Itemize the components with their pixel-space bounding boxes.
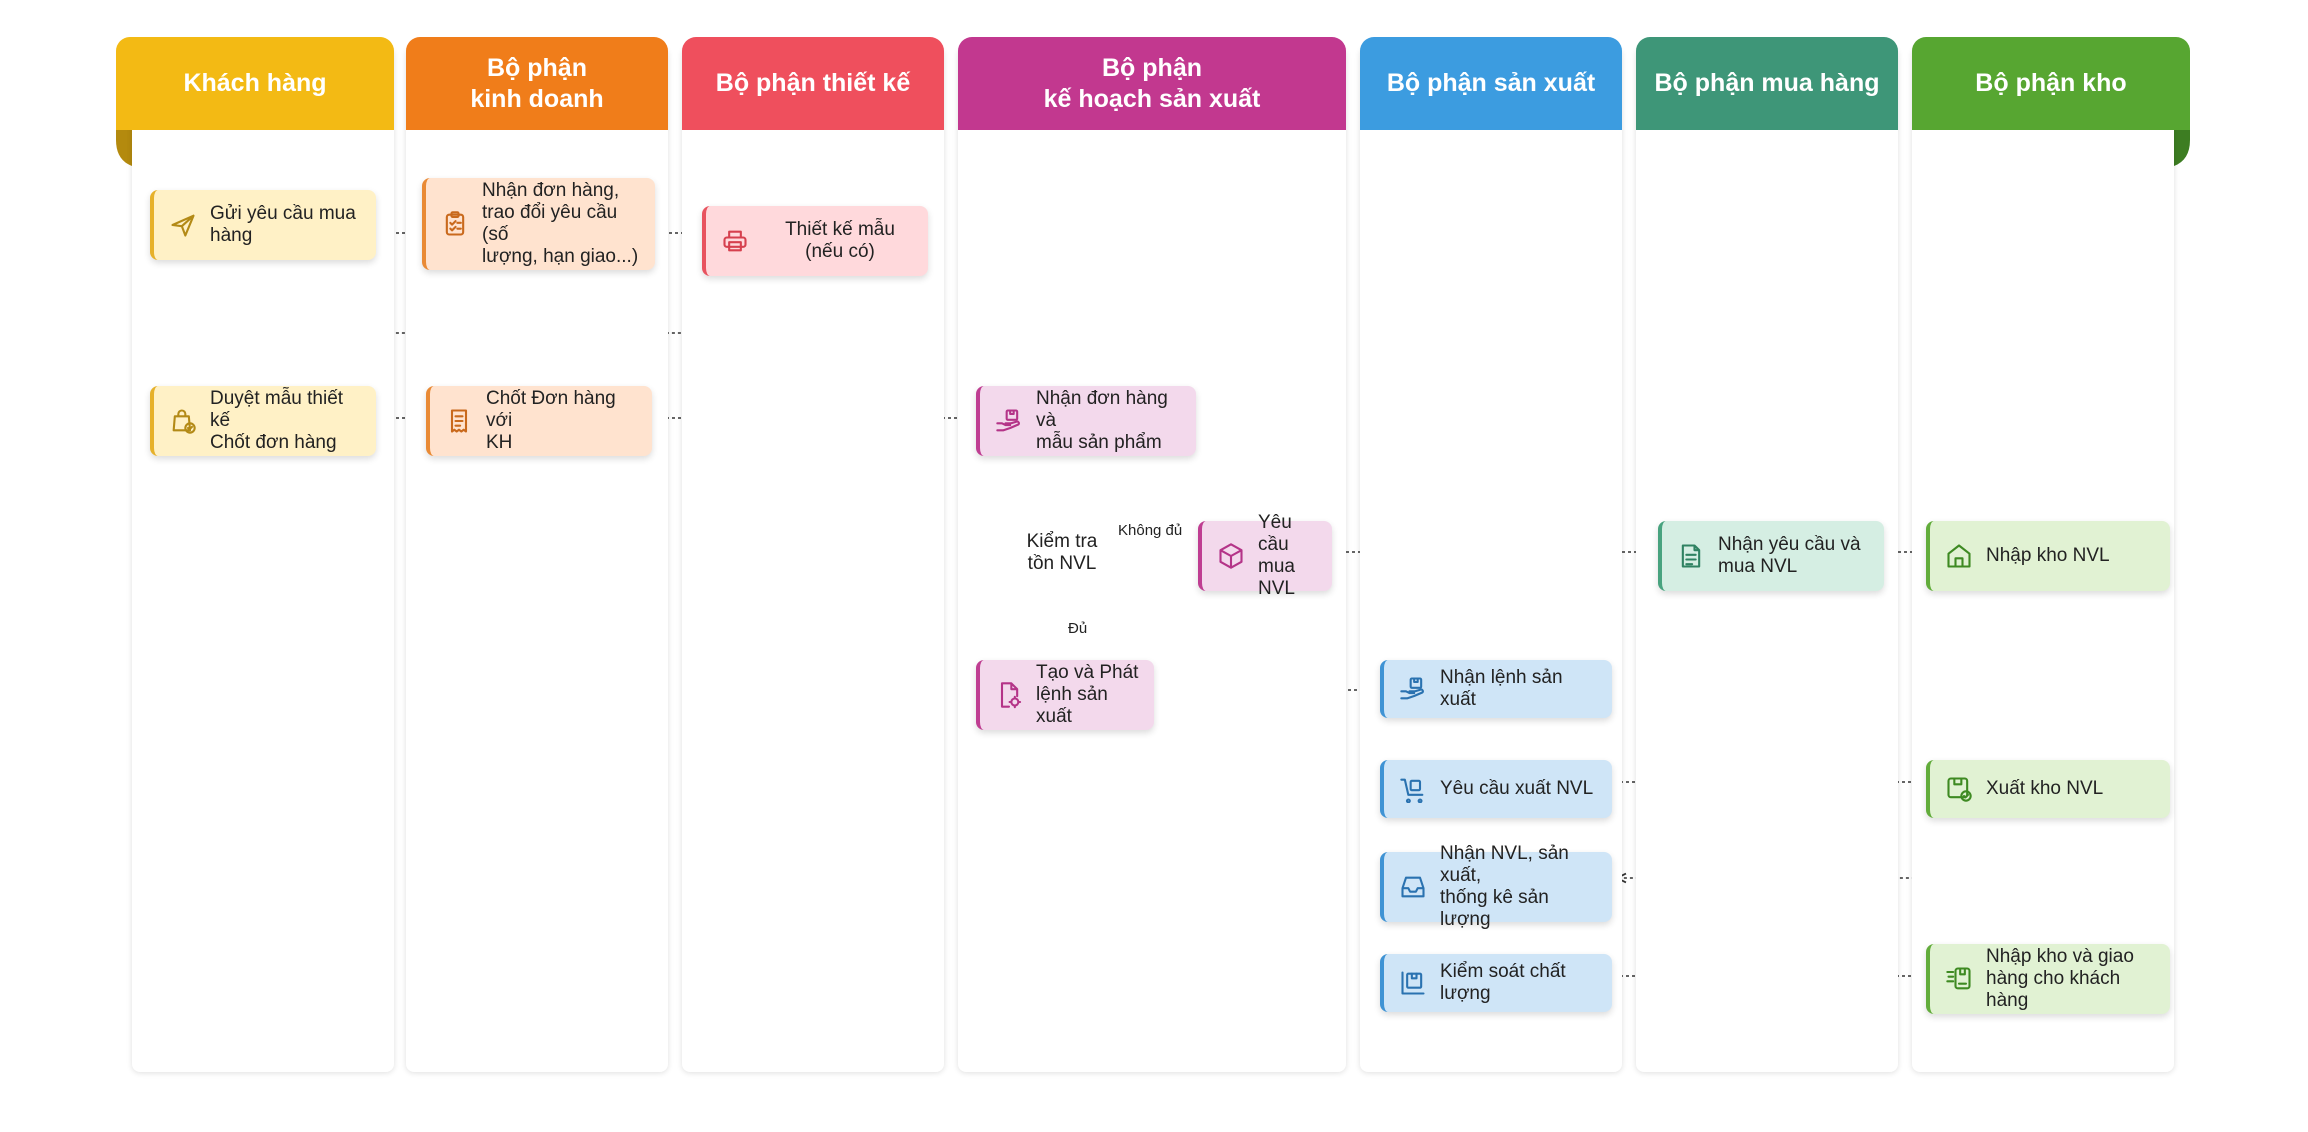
process-step-label: Chốt Đơn hàng với KH xyxy=(486,388,616,453)
process-step-label: Nhập kho NVL xyxy=(1986,545,2110,566)
process-step-label: Nhận NVL, sản xuất, thống kê sản lượng xyxy=(1440,843,1569,930)
lane-header-mh: Bộ phận mua hàng xyxy=(1636,37,1898,130)
lane-header-kd: Bộ phận kinh doanh xyxy=(406,37,668,130)
process-step-n1[interactable]: Gửi yêu cầu mua hàng xyxy=(150,190,376,260)
process-step-label: Xuất kho NVL xyxy=(1986,778,2104,799)
process-step-label: Yêu cầu mua NVL xyxy=(1258,512,1295,599)
process-step-label: Gửi yêu cầu mua hàng xyxy=(210,203,356,246)
cube-icon xyxy=(1216,541,1246,571)
process-step-n3[interactable]: Thiết kế mẫu (nếu có) xyxy=(702,206,928,276)
process-step-label: Duyệt mẫu thiết kế Chốt đơn hàng xyxy=(210,388,344,453)
lane-tk xyxy=(682,47,944,1072)
lane-header-tk: Bộ phận thiết kế xyxy=(682,37,944,130)
process-step-label: Tạo và Phát lệnh sản xuất xyxy=(1036,662,1139,727)
process-step-n13[interactable]: Yêu cầu xuất NVL xyxy=(1380,760,1612,818)
process-step-n2[interactable]: Nhận đơn hàng, trao đổi yêu cầu (số lượn… xyxy=(422,178,655,270)
box-check-icon xyxy=(1944,774,1974,804)
lane-header-kho: Bộ phận kho xyxy=(1912,37,2190,130)
process-step-n12[interactable]: Nhận lệnh sản xuất xyxy=(1380,660,1612,718)
send-icon xyxy=(168,210,198,240)
process-step-n15[interactable]: Nhận NVL, sản xuất, thống kê sản lượng xyxy=(1380,843,1612,930)
process-step-n8[interactable]: Yêu cầu mua NVL xyxy=(1198,512,1332,599)
ribbon-fold-right xyxy=(2174,128,2190,166)
lane-header-kh: Khách hàng xyxy=(116,37,394,130)
hand-box-icon xyxy=(994,406,1024,436)
ribbon-fold-left xyxy=(116,128,132,166)
inbox-icon xyxy=(1398,872,1428,902)
process-step-label: Nhận đơn hàng và mẫu sản phẩm xyxy=(1036,388,1168,453)
edge-label-enough: Đủ xyxy=(1068,620,1088,637)
process-step-n9[interactable]: Tạo và Phát lệnh sản xuất xyxy=(976,660,1154,730)
process-step-label: Kiểm soát chất lượng xyxy=(1440,961,1566,1004)
hand-box-icon xyxy=(1398,674,1428,704)
process-step-label: Yêu cầu xuất NVL xyxy=(1440,778,1594,799)
receipt-icon xyxy=(444,406,474,436)
process-step-label: Thiết kế mẫu (nếu có) xyxy=(785,219,895,262)
process-step-n4[interactable]: Duyệt mẫu thiết kế Chốt đơn hàng xyxy=(150,386,376,456)
shopping-bag-check-icon xyxy=(168,406,198,436)
process-step-n17[interactable]: Nhập kho và giao hàng cho khách hàng xyxy=(1926,944,2170,1014)
fast-delivery-icon xyxy=(1944,964,1974,994)
decision-label: Kiểm tra tồn NVL xyxy=(1026,531,1098,574)
process-step-n14[interactable]: Xuất kho NVL xyxy=(1926,760,2170,818)
process-step-label: Nhập kho và giao hàng cho khách hàng xyxy=(1986,946,2134,1011)
process-step-n10[interactable]: Nhận yêu cầu và mua NVL xyxy=(1658,521,1884,591)
process-step-n11[interactable]: Nhập kho NVL xyxy=(1926,521,2170,591)
warehouse-icon xyxy=(1944,541,1974,571)
document-icon xyxy=(1676,541,1706,571)
edge-label-not-enough: Không đủ xyxy=(1118,522,1183,539)
cart-box-icon xyxy=(1398,774,1428,804)
quality-box-icon xyxy=(1398,968,1428,998)
process-step-label: Nhận lệnh sản xuất xyxy=(1440,667,1563,710)
process-step-n16[interactable]: Kiểm soát chất lượng xyxy=(1380,954,1612,1012)
process-step-n5[interactable]: Chốt Đơn hàng với KH xyxy=(426,386,652,456)
file-gear-icon xyxy=(994,680,1024,710)
clipboard-icon xyxy=(440,209,470,239)
process-step-n6[interactable]: Nhận đơn hàng và mẫu sản phẩm xyxy=(976,386,1196,456)
printer-icon xyxy=(720,226,750,256)
lane-header-sx: Bộ phận sản xuất xyxy=(1360,37,1622,130)
process-step-label: Nhận yêu cầu và mua NVL xyxy=(1718,534,1861,577)
process-step-label: Nhận đơn hàng, trao đổi yêu cầu (số lượn… xyxy=(482,180,639,267)
lane-header-kh_sx: Bộ phận kế hoạch sản xuất xyxy=(958,37,1346,130)
